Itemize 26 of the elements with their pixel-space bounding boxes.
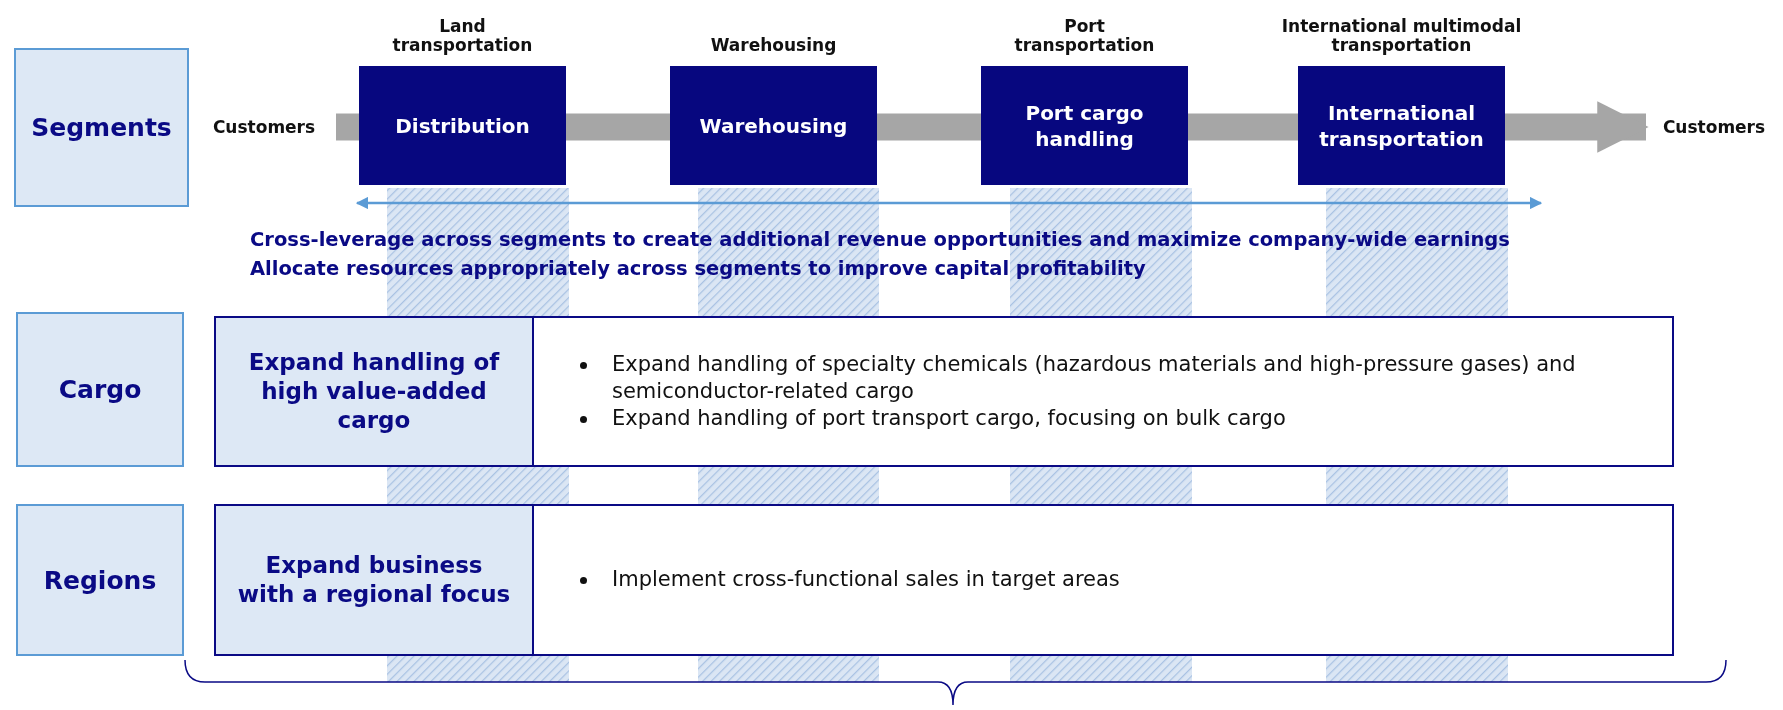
category-box: [16, 504, 184, 656]
segment-box: Warehousing: [670, 66, 877, 185]
bullet-text: Implement cross-functional sales in target areas: [612, 567, 1120, 592]
segment-caption: Port transportation: [1013, 16, 1156, 56]
strategy-note: Allocate resources appropriately across segments to improve capital profitability: [250, 257, 1146, 280]
bullet-text: Expand handling of specialty chemicals (hazardous materials and high-pressure gases) and semiconductor-related cargo: [612, 351, 1576, 403]
category-title: Segments: [31, 113, 172, 142]
strategy-panel: [214, 504, 1674, 656]
bullet-text: Expand handling of port transport cargo, focusing on bulk cargo: [612, 406, 1286, 431]
segment-box: Port cargo handling: [981, 66, 1188, 185]
category-title: Cargo: [58, 375, 142, 404]
category-box: [16, 312, 184, 467]
segment-caption: International multimodal transportation: [1280, 16, 1523, 56]
endpoint-label: Customers: [192, 112, 336, 142]
strategy-panel: [214, 316, 1674, 467]
strategy-heading: Expand handling of high value-added cargo: [216, 318, 534, 465]
segment-caption: Land transportation: [391, 16, 534, 56]
segment-box: International transportation: [1298, 66, 1505, 185]
endpoint-label: Customers: [1650, 112, 1778, 142]
flow-arrow: [1505, 101, 1649, 153]
strategy-note: Cross-leverage across segments to create additional revenue opportunities and maximize company-wide earnings: [250, 228, 1510, 251]
segment-caption: Warehousing: [710, 36, 837, 56]
strategy-heading: Expand business with a regional focus: [216, 506, 534, 654]
category-box: [14, 48, 189, 207]
segment-box: Distribution: [359, 66, 566, 185]
category-title: Regions: [43, 565, 157, 595]
